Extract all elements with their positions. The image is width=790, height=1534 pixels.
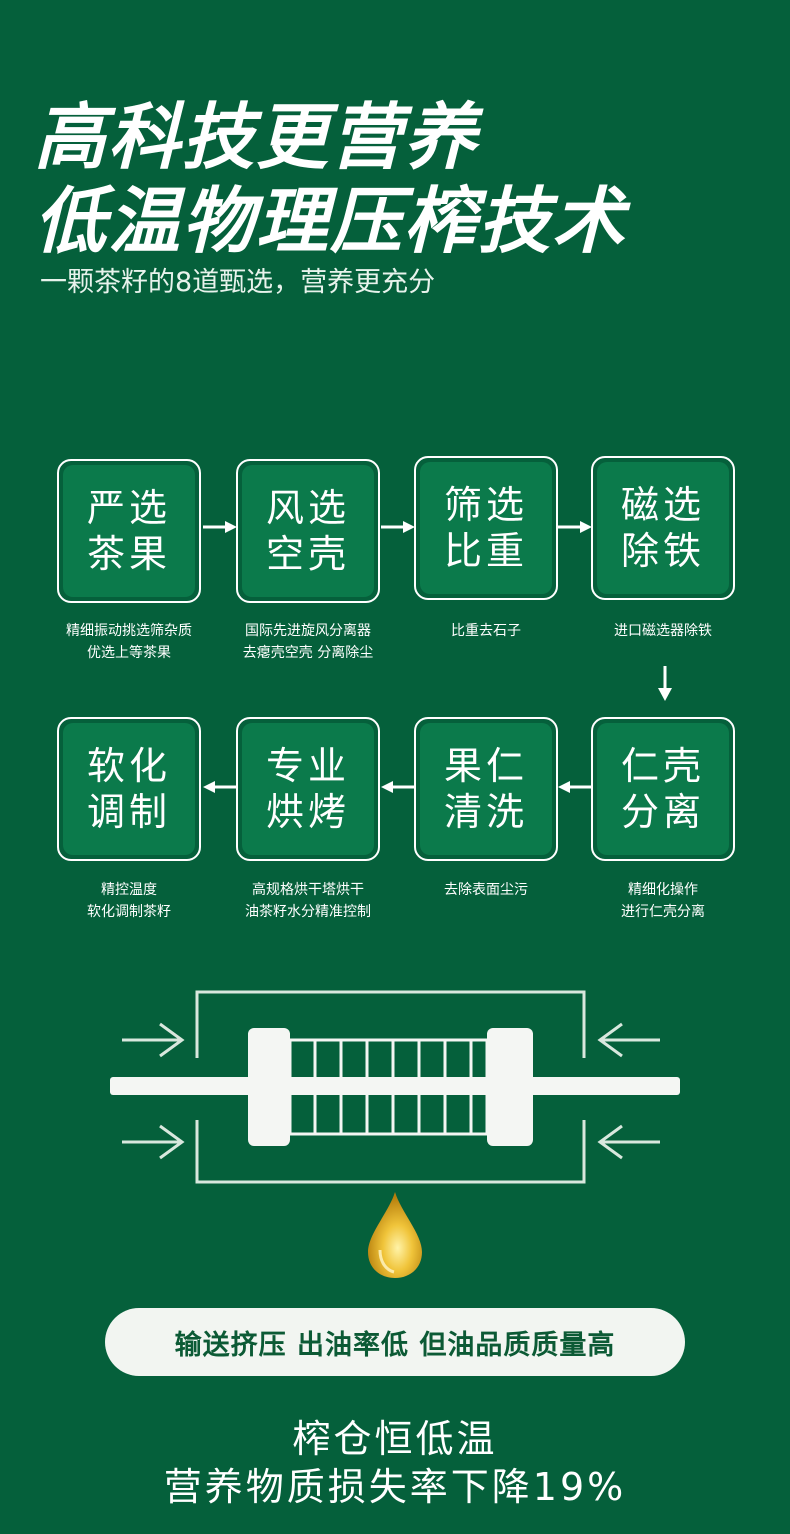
bottom-line-1: 榨仓恒低温 [292, 1417, 498, 1461]
step-1-desc-line1: 精细振动挑选筛杂质 [66, 623, 192, 639]
step-1-title-line1: 严选 [86, 486, 171, 530]
step-3-title-line2: 比重 [443, 529, 528, 573]
step-1-desc-line2: 优选上等茶果 [87, 645, 171, 661]
arrow-down-icon [658, 666, 672, 701]
step-4-description: 进口磁选器除铁 [568, 620, 758, 642]
step-7-title-line2: 烘烤 [265, 790, 350, 834]
step-7-title-line1: 专业 [265, 744, 350, 788]
step-box-2: 风选 空壳 [236, 459, 380, 603]
step-6-desc-line1: 去除表面尘污 [444, 882, 528, 898]
step-8-description: 精控温度 软化调制茶籽 [34, 879, 224, 923]
step-5-desc-line2: 进行仁壳分离 [621, 904, 705, 920]
press-diagram-icon [110, 990, 680, 1184]
arrow-left-icon [558, 781, 592, 793]
step-7-description: 高规格烘干塔烘干 油茶籽水分精准控制 [213, 879, 403, 923]
step-8-desc-line1: 精控温度 [101, 882, 157, 898]
arrow-left-icon [381, 781, 415, 793]
step-2-title-line2: 空壳 [265, 532, 350, 576]
step-2-desc-line1: 国际先进旋风分离器 [245, 623, 371, 639]
step-4-title-line2: 除铁 [620, 529, 705, 573]
step-6-title-line1: 果仁 [443, 744, 528, 788]
arrow-right-icon [558, 521, 592, 533]
subtitle: 一颗茶籽的8道甄选，营养更充分 [40, 267, 436, 298]
step-box-3: 筛选 比重 [414, 456, 558, 600]
step-2-desc-line2: 去瘪壳空壳 分离除尘 [242, 645, 374, 661]
step-2-description: 国际先进旋风分离器 去瘪壳空壳 分离除尘 [213, 620, 403, 664]
step-5-title-line2: 分离 [620, 790, 705, 834]
step-box-4: 磁选 除铁 [591, 456, 735, 600]
step-8-desc-line2: 软化调制茶籽 [87, 904, 171, 920]
step-7-desc-line2: 油茶籽水分精准控制 [245, 904, 371, 920]
step-3-description: 比重去石子 [391, 620, 581, 642]
step-box-5: 仁壳 分离 [591, 717, 735, 861]
step-1-title-line2: 茶果 [86, 532, 171, 576]
step-box-8: 软化 调制 [57, 717, 201, 861]
step-4-desc-line1: 进口磁选器除铁 [614, 623, 712, 639]
step-box-1: 严选 茶果 [57, 459, 201, 603]
arrow-left-icon [203, 781, 237, 793]
step-3-title-line1: 筛选 [443, 483, 528, 527]
step-box-6: 果仁 清洗 [414, 717, 558, 861]
headline-line-2: 低温物理压榨技术 [34, 179, 627, 263]
oil-drop-icon [368, 1192, 422, 1278]
pill-banner: 输送挤压 出油率低 但油品质质量高 [105, 1308, 685, 1376]
step-3-desc-line1: 比重去石子 [451, 623, 521, 639]
step-4-title-line1: 磁选 [620, 483, 705, 527]
bottom-line-2: 营养物质损失率下降19% [163, 1465, 627, 1509]
step-7-desc-line1: 高规格烘干塔烘干 [252, 882, 364, 898]
step-8-title-line1: 软化 [86, 744, 171, 788]
step-2-title-line1: 风选 [265, 486, 350, 530]
arrow-right-icon [203, 521, 237, 533]
step-6-description: 去除表面尘污 [391, 879, 581, 901]
step-1-description: 精细振动挑选筛杂质 优选上等茶果 [34, 620, 224, 664]
headline-line-1: 高科技更营养 [34, 95, 479, 179]
step-5-desc-line1: 精细化操作 [628, 882, 698, 898]
step-box-7: 专业 烘烤 [236, 717, 380, 861]
arrow-right-icon [381, 521, 415, 533]
step-5-title-line1: 仁壳 [620, 744, 705, 788]
step-6-title-line2: 清洗 [443, 790, 528, 834]
step-8-title-line2: 调制 [86, 790, 171, 834]
step-5-description: 精细化操作 进行仁壳分离 [568, 879, 758, 923]
